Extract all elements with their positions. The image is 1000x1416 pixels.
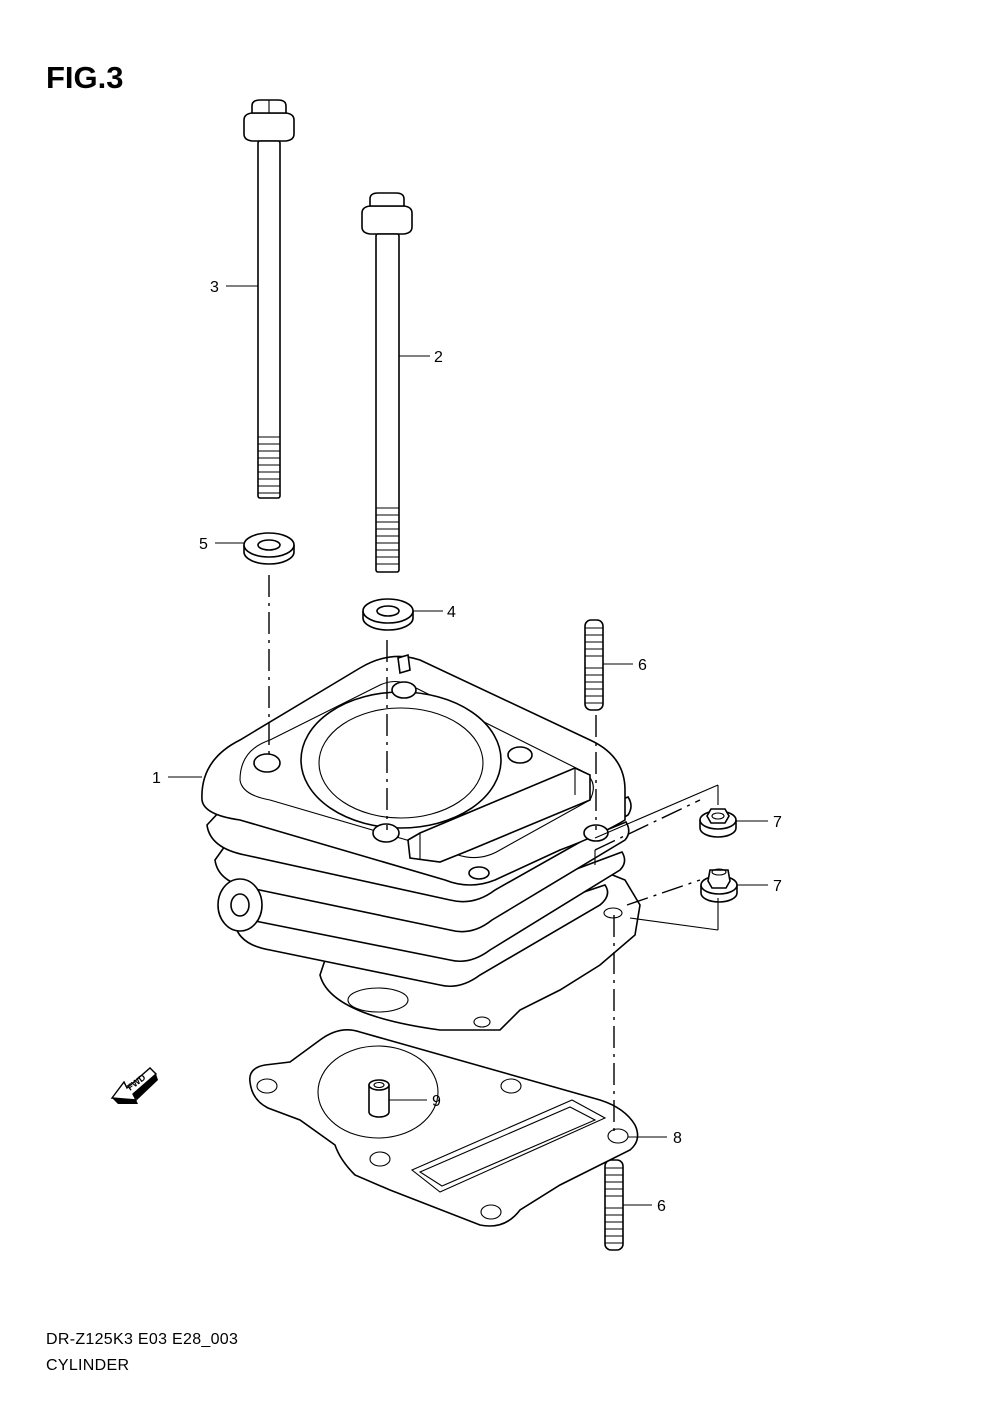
callout-8: 8 xyxy=(673,1130,682,1147)
figure-title: FIG.3 xyxy=(46,60,124,95)
washer-part-4 xyxy=(362,598,414,631)
callout-9: 9 xyxy=(432,1093,441,1110)
callout-5: 5 xyxy=(199,536,208,553)
assembly-centerlines xyxy=(268,575,719,1135)
callout-7-lower: 7 xyxy=(773,878,782,895)
flange-nut-part-7-lower xyxy=(700,868,738,903)
washer-part-5 xyxy=(243,532,295,565)
cylinder-gasket-part-8 xyxy=(248,1029,639,1227)
diagram-name: CYLINDER xyxy=(46,1357,130,1374)
bolt-long-part-3 xyxy=(243,99,295,499)
callout-1: 1 xyxy=(152,770,161,787)
callout-2: 2 xyxy=(434,349,443,366)
stud-bolt-part-6-upper xyxy=(584,619,604,711)
callout-3: 3 xyxy=(210,279,219,296)
callout-7-upper: 7 xyxy=(773,814,782,831)
callout-6-upper: 6 xyxy=(638,657,647,674)
flange-nut-part-7-upper xyxy=(699,808,737,838)
callout-6-lower: 6 xyxy=(657,1198,666,1215)
cylinder-block-part-1 xyxy=(201,653,641,1031)
callout-4: 4 xyxy=(447,604,456,621)
callout-numbers: 3 2 5 4 6 1 7 7 9 8 6 xyxy=(152,279,782,1215)
diagram-code: DR-Z125K3 E03 E28_003 xyxy=(46,1331,239,1348)
leader-lines xyxy=(168,285,768,1206)
bolt-short-part-2 xyxy=(361,192,413,573)
stud-bolt-part-6-lower xyxy=(604,1159,624,1251)
forward-direction-arrow-icon: FWD xyxy=(110,1067,158,1104)
dowel-pin-part-9 xyxy=(368,1079,390,1118)
